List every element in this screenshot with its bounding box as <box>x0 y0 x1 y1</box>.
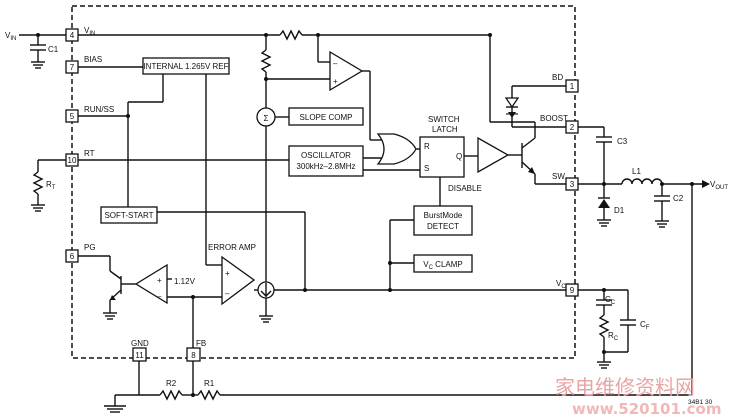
svg-text:SLOPE COMP: SLOPE COMP <box>300 113 353 122</box>
pin-bias-label: BIAS <box>84 55 102 64</box>
ground-symbol <box>103 312 117 320</box>
c3-label: C3 <box>617 137 628 146</box>
pg-comparator <box>134 263 168 305</box>
ground-symbol <box>655 220 669 228</box>
svg-text:DETECT: DETECT <box>427 222 459 231</box>
disable-label: DISABLE <box>448 184 482 193</box>
sense-resistor <box>279 29 303 41</box>
pwm-comparator <box>329 50 364 92</box>
c1-capacitor <box>30 44 46 62</box>
svg-text:LATCH: LATCH <box>432 125 458 134</box>
slope-comp-block <box>288 107 364 126</box>
pin-boost-label: BOOST <box>540 114 568 123</box>
svg-text:Q: Q <box>456 152 462 161</box>
svg-text:4: 4 <box>70 31 75 40</box>
svg-text:9: 9 <box>570 286 575 295</box>
error-amp <box>221 255 256 306</box>
svg-text:2: 2 <box>570 123 575 132</box>
ground-symbol <box>31 61 45 69</box>
svg-text:11: 11 <box>135 351 144 360</box>
driver-buffer <box>477 136 510 174</box>
svg-text:300kHz–2.8MHz: 300kHz–2.8MHz <box>296 162 355 171</box>
svg-text:+: + <box>333 77 338 86</box>
pin-rt-label: RT <box>84 149 95 158</box>
svg-text:3: 3 <box>570 180 575 189</box>
boost-diode <box>504 97 520 109</box>
pin-pg <box>65 249 79 263</box>
pin-fb-label: FB <box>196 339 206 348</box>
d1-label: D1 <box>614 206 625 215</box>
c3-capacitor <box>596 136 612 143</box>
svg-text:INTERNAL 1.265V REF: INTERNAL 1.265V REF <box>143 62 228 71</box>
rt-label: RT <box>46 180 56 191</box>
svg-text:+: + <box>225 269 230 278</box>
pin-pg-label: PG <box>84 243 96 252</box>
pin-bd-label: BD <box>552 73 563 82</box>
svg-text:8: 8 <box>191 351 196 360</box>
error-amp-label: ERROR AMP <box>208 243 256 252</box>
svg-text:Σ: Σ <box>264 114 269 123</box>
ground-symbol <box>597 219 611 227</box>
svg-text:7: 7 <box>70 63 75 72</box>
ground-symbol <box>31 204 45 212</box>
svg-text:–: – <box>225 289 230 298</box>
r1-label: R1 <box>204 379 215 388</box>
vin-input-label: VIN <box>5 31 16 42</box>
rc-resistor <box>598 314 610 338</box>
ground-symbol <box>259 315 273 323</box>
pin-sw-label: SW <box>552 172 565 181</box>
c1-label: C1 <box>48 45 59 54</box>
r2-resistor <box>159 389 183 401</box>
svg-text:1: 1 <box>570 82 575 91</box>
svg-text:S: S <box>424 164 429 173</box>
svg-text:+: + <box>157 276 162 285</box>
ground-symbol <box>597 361 611 369</box>
r1-resistor <box>197 389 221 401</box>
watermark-url: www.520101.com <box>572 400 721 418</box>
cf-label: CF <box>640 320 650 331</box>
svg-text:–: – <box>333 59 338 68</box>
svg-text:5: 5 <box>70 112 75 121</box>
vc-clamp-label: VC CLAMP <box>423 260 462 271</box>
vc-clamp-block <box>413 254 473 273</box>
burstmode-detect-block <box>413 205 473 236</box>
internal-ref-block <box>142 57 230 75</box>
l1-inductor <box>621 178 663 185</box>
pin-runss-label: RUN/SS <box>84 105 114 114</box>
c2-label: C2 <box>673 194 684 203</box>
chip-boundary <box>71 5 576 359</box>
rc-label: RC <box>608 331 619 342</box>
vout-label: VOUT <box>710 180 728 191</box>
pin-vc-label: VC <box>556 279 566 290</box>
watermark-title: 家电维修资料网 <box>555 375 695 399</box>
output-arrow <box>702 180 710 188</box>
oscillator-block <box>288 145 364 177</box>
svg-text:SWITCH: SWITCH <box>428 115 460 124</box>
ground-symbol <box>104 405 126 413</box>
soft-start-block <box>100 206 158 224</box>
pin-vin-label: VIN <box>84 26 95 37</box>
c2-capacitor <box>654 195 670 202</box>
cc-label: CC <box>605 295 616 306</box>
svg-text:10: 10 <box>68 156 77 165</box>
vref-112-label: 1.12V <box>174 277 196 286</box>
rt-resistor <box>32 171 44 195</box>
pin-gnd-label: GND <box>131 339 149 348</box>
or-gate <box>376 133 417 165</box>
svg-text:BurstMode: BurstMode <box>424 211 463 220</box>
svg-text:OSCILLATOR: OSCILLATOR <box>301 151 351 160</box>
r2-label: R2 <box>166 379 177 388</box>
switch-latch-block <box>419 136 465 178</box>
d1-diode <box>598 199 610 208</box>
cf-capacitor <box>620 319 636 326</box>
figure-code: 34B1 30 <box>688 399 713 406</box>
svg-text:R: R <box>424 142 430 151</box>
l1-label: L1 <box>632 167 641 176</box>
divider-resistor <box>260 49 272 73</box>
svg-text:–: – <box>157 292 162 301</box>
svg-text:SOFT-START: SOFT-START <box>104 211 153 220</box>
svg-text:6: 6 <box>70 252 75 261</box>
